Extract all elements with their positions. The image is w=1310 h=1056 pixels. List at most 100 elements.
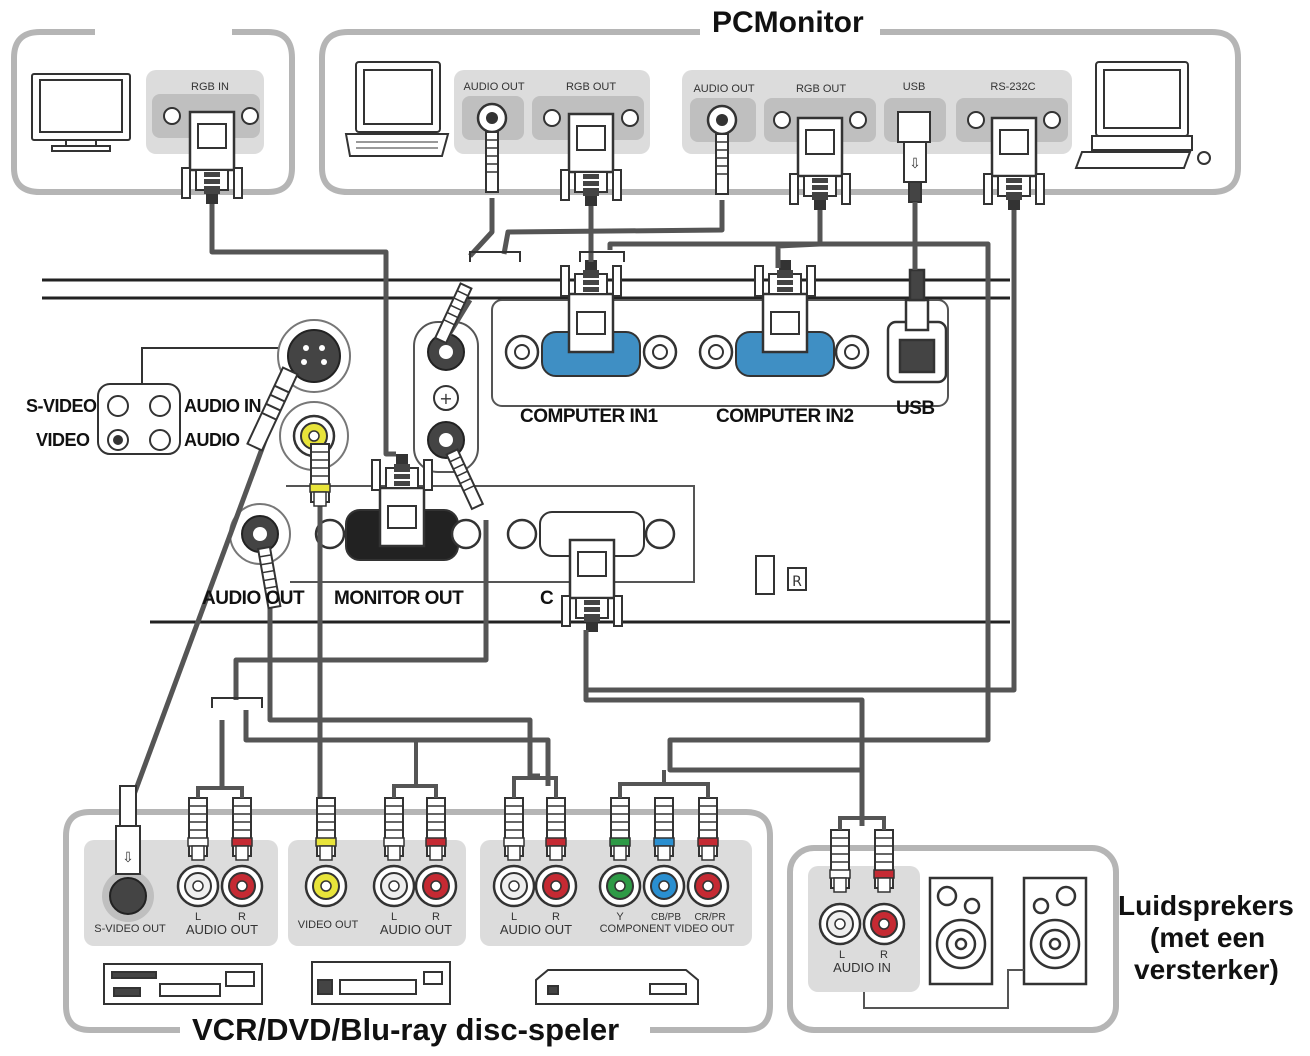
- monitor-out-label: MONITOR OUT: [334, 588, 464, 610]
- vcr-l-label: L: [194, 911, 202, 923]
- vcr-audio-l-plug: [187, 797, 209, 861]
- speaker-audio-r-jack: [862, 902, 906, 946]
- pc-rgb-plug: [788, 116, 852, 212]
- dvd-audio-out-label: AUDIO OUT: [379, 922, 453, 937]
- bd-r-label: R: [552, 911, 560, 923]
- kensington-lock-icon: R: [755, 555, 807, 595]
- vcr-audio-l-jack: [176, 864, 220, 908]
- projector-computer-in2-port: [698, 331, 870, 377]
- cables: [129, 198, 1017, 826]
- projector-in2-plug: [753, 258, 817, 354]
- vcr-svideo-port: [102, 870, 154, 922]
- monitor-rgb-in-label: RGB IN: [191, 81, 229, 93]
- svg-text:R: R: [792, 574, 802, 590]
- vcr-audio-out-label: AUDIO OUT: [185, 922, 259, 937]
- pc-audio-plug: [715, 133, 729, 195]
- speakers-title-line3: versterker): [1134, 954, 1279, 985]
- svg-text:⇩: ⇩: [909, 156, 921, 172]
- svideo-label: S-VIDEO: [26, 396, 97, 416]
- vcr-svideo-out-label: S-VIDEO OUT: [94, 923, 166, 935]
- dvd-video-plug: [315, 797, 337, 861]
- bd-audio-r-jack: [534, 864, 578, 908]
- speaker-audio-l-jack: [818, 902, 862, 946]
- pc-rgb-out-label: RGB OUT: [795, 83, 847, 95]
- computer-in1-label: COMPUTER IN1: [520, 406, 658, 427]
- dvd-l-label: L: [390, 911, 398, 923]
- projector-control-port: [506, 511, 676, 557]
- svideo-video-legend: [97, 347, 290, 455]
- speaker-right-icon: [1022, 876, 1088, 986]
- pc-usb-label: USB: [902, 81, 926, 93]
- bluray-player-icon: [535, 969, 699, 1005]
- projector-monitor-plug: [370, 452, 434, 548]
- speaker-audio-l-plug: [829, 829, 851, 893]
- usb-label: USB: [896, 398, 935, 419]
- vcr-r-label: R: [238, 911, 246, 923]
- dvd-r-label: R: [432, 911, 440, 923]
- bd-component-label: COMPONENT VIDEO OUT: [599, 923, 735, 935]
- speakers-title-line1: Luidsprekers: [1118, 890, 1294, 921]
- dvd-audio-l-jack: [372, 864, 416, 908]
- dvd-audio-r-jack: [414, 864, 458, 908]
- dvd-video-jack: [304, 864, 348, 908]
- speaker-r-label: R: [880, 949, 888, 961]
- projector-usb-port: [886, 268, 948, 384]
- video-label: VIDEO: [36, 430, 90, 450]
- pc-monitor-title: PCMonitor: [708, 6, 868, 40]
- dvd-audio-r-plug: [425, 797, 447, 861]
- vcr-svideo-plug: ⇩: [115, 785, 141, 875]
- projector-audio-in-ports: +: [427, 333, 465, 459]
- monitor-icon: [31, 73, 131, 152]
- bd-cb-jack: [642, 864, 686, 908]
- projector-computer-in1-port: [504, 331, 678, 377]
- bd-cr-jack: [686, 864, 730, 908]
- bd-audio-l-jack: [492, 864, 536, 908]
- audio-out-label: AUDIO OUT: [202, 588, 305, 609]
- projector-in1-plug: [559, 258, 623, 354]
- bottom-device-frames: [63, 809, 1119, 1033]
- pc-rs232c-label: RS-232C: [990, 81, 1036, 93]
- bd-cb-label: CB/PB: [650, 912, 681, 923]
- bd-y-jack: [598, 864, 642, 908]
- vcr-icon: [103, 963, 263, 1005]
- speaker-l-label: L: [838, 949, 846, 961]
- bd-audio-out-label: AUDIO OUT: [499, 922, 573, 937]
- control-label: C: [540, 588, 554, 609]
- bd-audio-l-plug: [503, 797, 525, 861]
- speakers-title-line2: (met een: [1150, 922, 1266, 953]
- dvd-player-icon: [311, 961, 451, 1005]
- projector-control-plug: [560, 538, 624, 634]
- projector-svideo-plug: [246, 366, 299, 452]
- bd-audio-r-plug: [545, 797, 567, 861]
- bd-l-label: L: [510, 911, 518, 923]
- bd-cr-label: CR/PR: [694, 912, 726, 923]
- laptop-rgb-out-label: RGB OUT: [565, 81, 617, 93]
- laptop-port-panel: [454, 70, 650, 154]
- vcr-audio-r-plug: [231, 797, 253, 861]
- audio-in-label: AUDIO IN: [184, 396, 262, 416]
- projector-audio-out-port: [229, 503, 291, 565]
- bd-cr-plug: [697, 797, 719, 861]
- speaker-audio-in-label: AUDIO IN: [833, 960, 891, 975]
- bd-cb-plug: [653, 797, 675, 861]
- projector-video-plug: [309, 443, 331, 507]
- cable-joints: [211, 251, 625, 708]
- projector-panel-lines: [42, 278, 1010, 624]
- laptop-audio-out-label: AUDIO OUT: [463, 81, 525, 93]
- svg-text:+: +: [439, 389, 452, 408]
- computer-in2-label: COMPUTER IN2: [716, 406, 854, 427]
- speaker-audio-r-plug: [873, 829, 895, 893]
- top-device-frames: [11, 29, 1241, 195]
- speaker-left-icon: [928, 876, 994, 986]
- pc-usb-plug: ⇩: [897, 111, 931, 203]
- laptop-icon: [344, 61, 450, 157]
- projector-audio-in1-plug: [434, 282, 473, 344]
- svg-text:⇩: ⇩: [122, 850, 134, 866]
- pc-audio-out-label: AUDIO OUT: [693, 83, 755, 95]
- desktop-pc-icon: [1074, 61, 1211, 169]
- dvd-audio-l-plug: [383, 797, 405, 861]
- vcr-audio-r-jack: [220, 864, 264, 908]
- dvd-video-out-label: VIDEO OUT: [297, 919, 359, 931]
- monitor-rgb-plug: [180, 110, 244, 206]
- bd-y-label: Y: [616, 911, 624, 923]
